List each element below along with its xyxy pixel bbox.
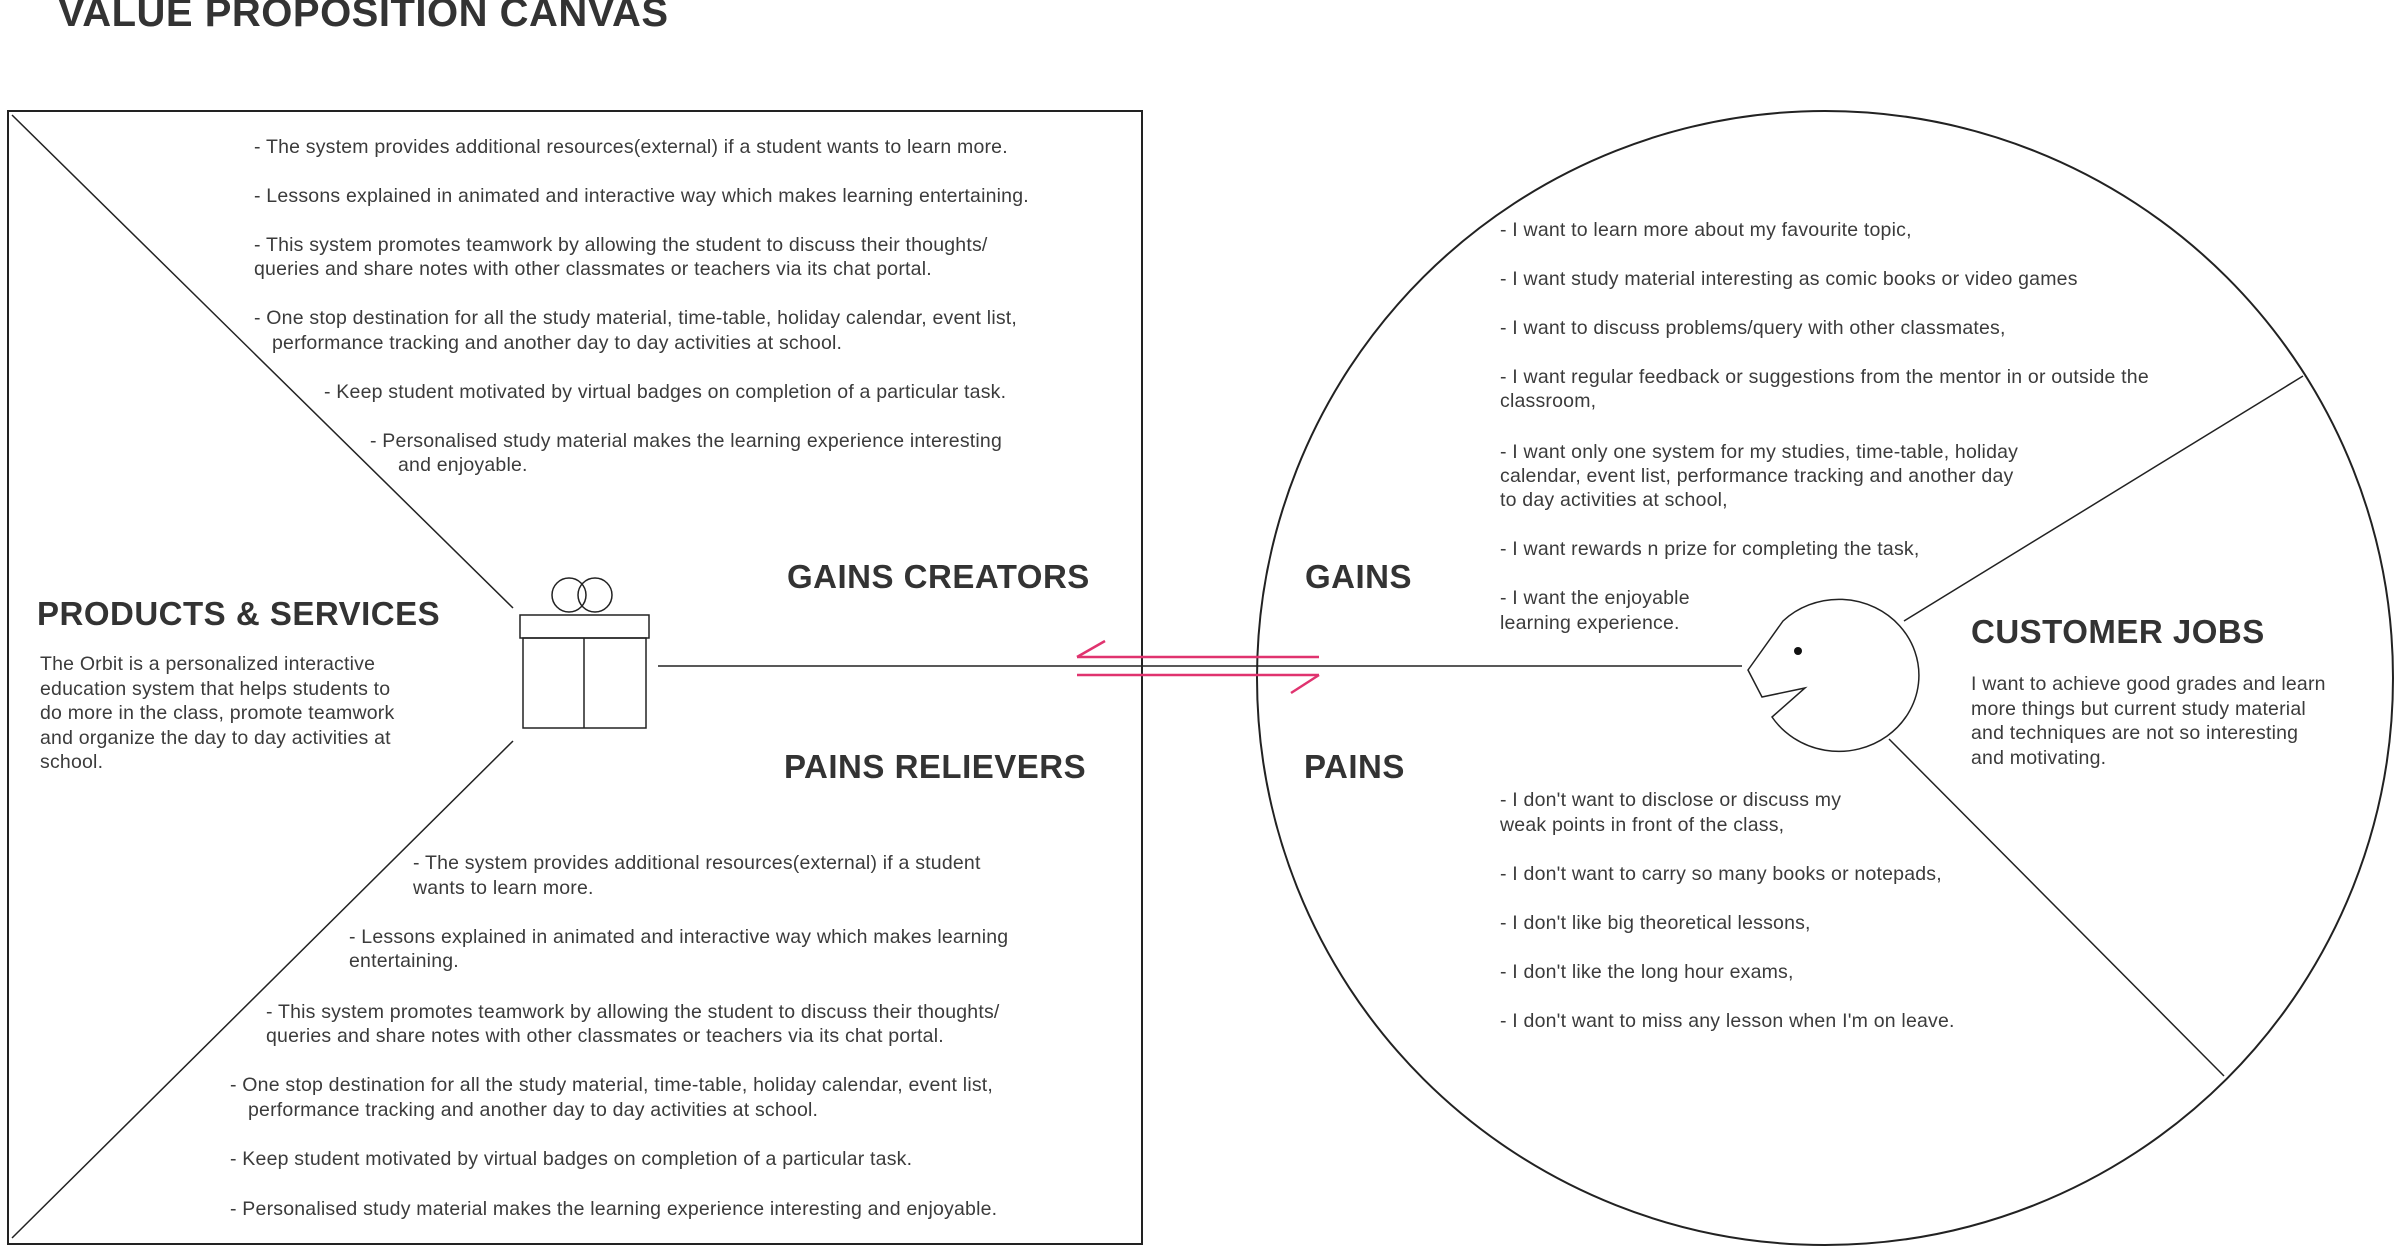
gains-heading: GAINS bbox=[1305, 558, 1413, 595]
list-item: - I want study material interesting as c… bbox=[1500, 268, 2078, 290]
list-item-cont: wants to learn more. bbox=[413, 877, 594, 899]
page-title: VALUE PROPOSITION CANVAS bbox=[58, 0, 669, 35]
pain-relievers-heading: PAINS RELIEVERS bbox=[784, 748, 1087, 785]
list-item: - I want regular feedback or suggestions… bbox=[1500, 366, 2149, 388]
list-item-cont: calendar, event list, performance tracki… bbox=[1500, 465, 2014, 487]
list-item: - I don't like the long hour exams, bbox=[1500, 961, 1794, 983]
list-item-cont: performance tracking and another day to … bbox=[272, 332, 843, 354]
list-item: - I don't want to miss any lesson when I… bbox=[1500, 1010, 1955, 1032]
text-line: and motivating. bbox=[1971, 747, 2107, 769]
list-item-cont: entertaining. bbox=[349, 950, 459, 972]
list-item: - The system provides additional resourc… bbox=[254, 136, 1008, 158]
list-item: - Keep student motivated by virtual badg… bbox=[324, 381, 1007, 403]
list-item-cont: performance tracking and another day to … bbox=[248, 1099, 819, 1121]
list-item: - I want to discuss problems/query with … bbox=[1500, 317, 2006, 339]
text-line: do more in the class, promote teamwork bbox=[40, 702, 395, 724]
text-line: more things but current study material bbox=[1971, 698, 2306, 720]
list-item: - I want rewards n prize for completing … bbox=[1500, 538, 1920, 560]
list-item-cont: classroom, bbox=[1500, 390, 1597, 412]
list-item: - Lessons explained in animated and inte… bbox=[254, 185, 1029, 207]
list-item: - One stop destination for all the study… bbox=[230, 1074, 994, 1096]
text-line: and techniques are not so interesting bbox=[1971, 722, 2299, 744]
list-item-cont: weak points in front of the class, bbox=[1500, 814, 1785, 836]
list-item: - Personalised study material makes the … bbox=[370, 430, 1003, 452]
products-services-heading: PRODUCTS & SERVICES bbox=[37, 595, 441, 632]
text-line: The Orbit is a personalized interactive bbox=[40, 653, 376, 675]
list-item-cont: learning experience. bbox=[1500, 612, 1680, 634]
list-item: - Lessons explained in animated and inte… bbox=[349, 926, 1009, 948]
list-item-cont: and enjoyable. bbox=[398, 454, 528, 476]
fit-arrows-icon bbox=[1076, 639, 1320, 695]
customer-jobs-heading: CUSTOMER JOBS bbox=[1971, 613, 2265, 650]
divider-lower-diagonal bbox=[11, 740, 514, 1239]
list-item: - One stop destination for all the study… bbox=[254, 307, 1018, 329]
customer-face-icon bbox=[1747, 598, 1920, 753]
value-map-square bbox=[7, 110, 1143, 1245]
text-line: I want to achieve good grades and learn bbox=[1971, 673, 2326, 695]
list-item-cont: queries and share notes with other class… bbox=[254, 258, 932, 280]
list-item: - The system provides additional resourc… bbox=[413, 852, 981, 874]
divider-upper-diagonal bbox=[11, 114, 514, 609]
gain-creators-heading: GAINS CREATORS bbox=[787, 558, 1090, 595]
list-item-cont: queries and share notes with other class… bbox=[266, 1025, 944, 1047]
text-line: education system that helps students to bbox=[40, 678, 391, 700]
text-line: school. bbox=[40, 751, 104, 773]
list-item: - I don't want to disclose or discuss my bbox=[1500, 789, 1842, 811]
customer-profile-circle bbox=[1256, 110, 2394, 1246]
gift-icon bbox=[519, 577, 650, 729]
list-item: - Keep student motivated by virtual badg… bbox=[230, 1148, 913, 1170]
list-item: - Personalised study material makes the … bbox=[230, 1198, 998, 1220]
list-item: - I want the enjoyable bbox=[1500, 587, 1690, 609]
divider-jobs-lower bbox=[1888, 738, 2225, 1077]
list-item: - This system promotes teamwork by allow… bbox=[254, 234, 988, 256]
divider-jobs-upper bbox=[1903, 375, 2304, 622]
list-item-cont: to day activities at school, bbox=[1500, 489, 1728, 511]
text-line: and organize the day to day activities a… bbox=[40, 727, 391, 749]
list-item: - I don't like big theoretical lessons, bbox=[1500, 912, 1811, 934]
pains-heading: PAINS bbox=[1304, 748, 1405, 785]
list-item: - This system promotes teamwork by allow… bbox=[266, 1001, 1000, 1023]
list-item: - I don't want to carry so many books or… bbox=[1500, 863, 1942, 885]
list-item: - I want only one system for my studies,… bbox=[1500, 441, 2019, 463]
list-item: - I want to learn more about my favourit… bbox=[1500, 219, 1912, 241]
